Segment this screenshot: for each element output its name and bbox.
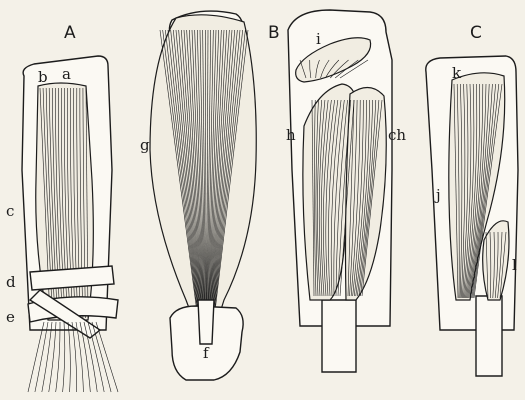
panel-label-b: B bbox=[268, 23, 280, 43]
muscle-fiber bbox=[72, 322, 77, 392]
muscle-fiber bbox=[56, 322, 60, 392]
panel-b: B i h ch bbox=[268, 10, 406, 372]
label-g: g bbox=[140, 136, 150, 154]
label-i: i bbox=[316, 30, 321, 48]
muscle-fiber bbox=[49, 322, 56, 392]
muscle-fiber bbox=[63, 322, 65, 392]
muscle-fiber bbox=[68, 322, 70, 392]
calf-tendon bbox=[198, 300, 214, 344]
muscle-fiber bbox=[96, 322, 118, 392]
label-l: l bbox=[512, 256, 517, 274]
panel-label-c: C bbox=[470, 23, 482, 43]
label-c: c bbox=[6, 202, 14, 220]
muscle-fiber bbox=[92, 322, 111, 392]
panel-a: A a b c d e bbox=[6, 23, 118, 392]
panel-calf: g f bbox=[140, 11, 256, 380]
panel-label-a: A bbox=[64, 23, 76, 43]
panel-c: C k j l bbox=[426, 23, 518, 376]
label-b: b bbox=[38, 68, 48, 86]
panel-b-ankle bbox=[322, 300, 356, 372]
label-k: k bbox=[452, 64, 462, 82]
panel-a-tendons bbox=[28, 322, 118, 392]
panel-c-ankle bbox=[476, 296, 502, 376]
label-e: e bbox=[6, 308, 15, 326]
label-ch: ch bbox=[388, 126, 406, 144]
label-d: d bbox=[6, 273, 16, 291]
label-h: h bbox=[286, 126, 296, 144]
label-a: a bbox=[62, 65, 71, 83]
